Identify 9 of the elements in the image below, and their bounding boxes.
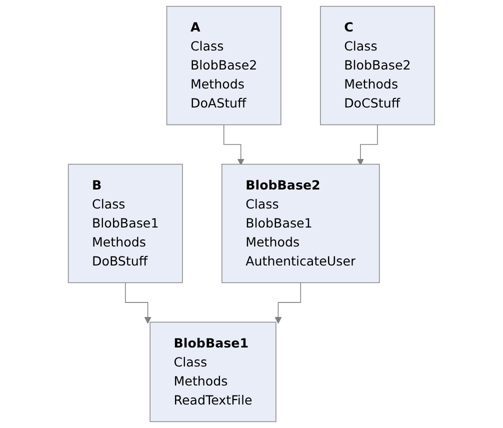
node-box: BlobBase2 Class BlobBase1 Methods AuthenticateUser [222,164,380,284]
node-box: B Class BlobBase1 Methods DoBStuff [68,164,183,284]
node-box: C Class BlobBase2 Methods DoCStuff [320,6,435,126]
node-box: A Class BlobBase2 Methods DoAStuff [166,6,282,126]
node-box: BlobBase1 Class Methods ReadTextFile [150,322,276,422]
arrow [357,124,378,166]
arrow [224,124,244,166]
arrow [274,282,302,324]
arrow [125,282,152,324]
